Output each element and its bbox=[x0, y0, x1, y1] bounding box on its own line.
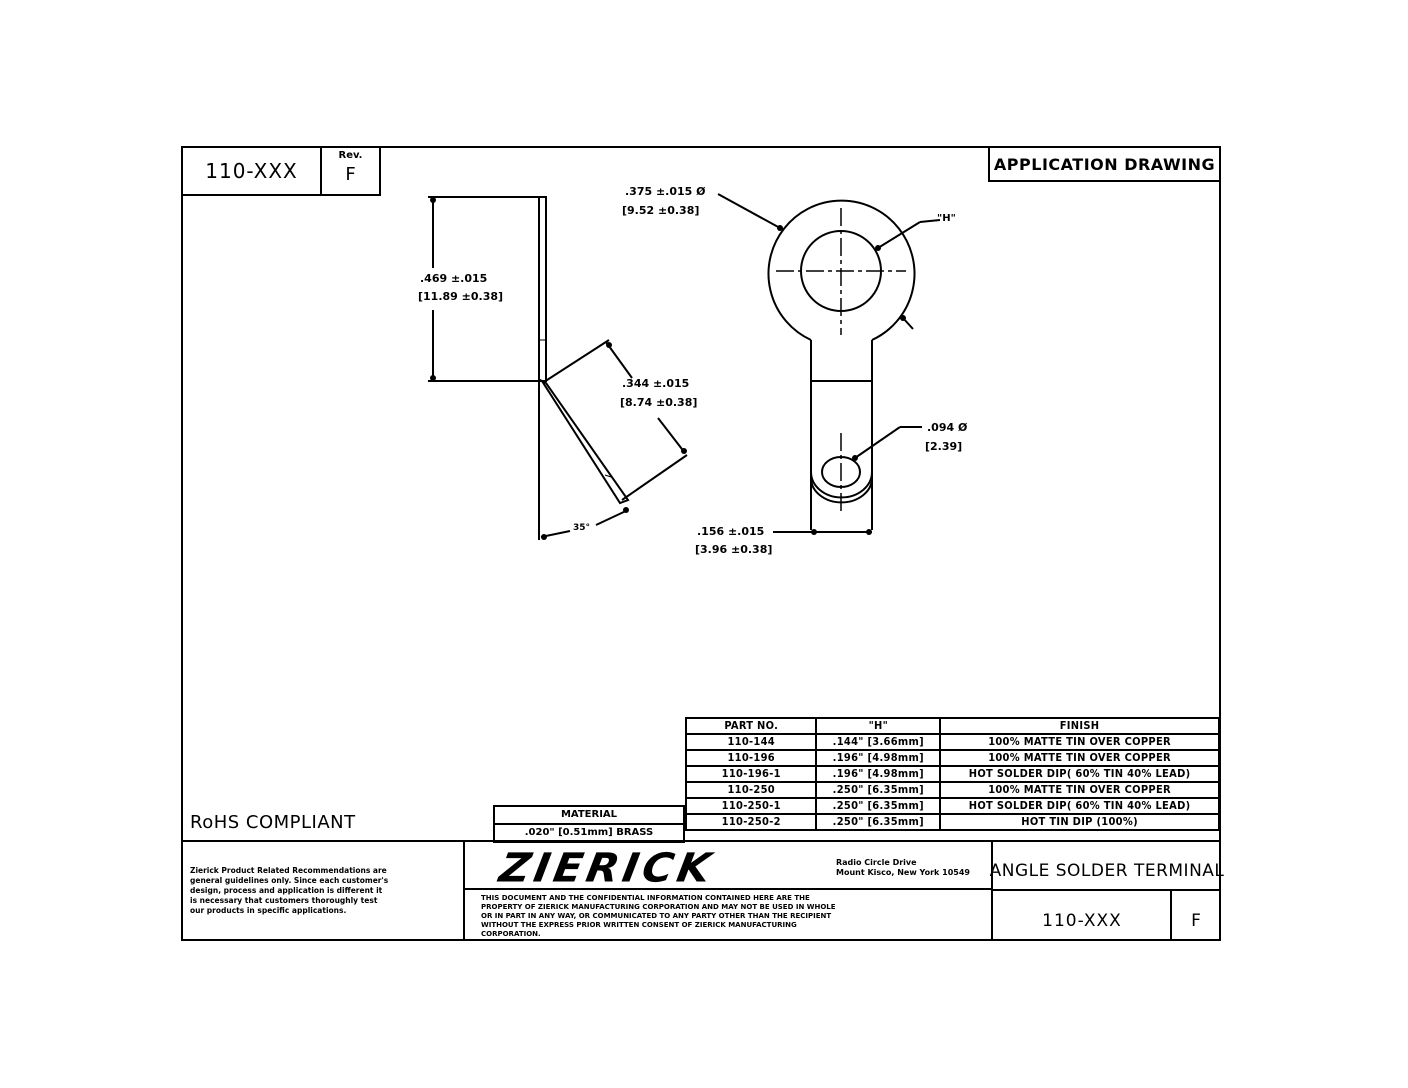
header-h: "H" bbox=[815, 717, 942, 735]
rev-value: F bbox=[345, 164, 356, 185]
part-no-cell: 110-250-2 bbox=[684, 813, 818, 831]
finish-cell: 100% MATTE TIN OVER COPPER bbox=[939, 749, 1220, 767]
small-hole-label: .094 Ø bbox=[927, 421, 968, 434]
material-header: MATERIAL bbox=[493, 805, 685, 825]
ring-dia-label: .375 ±.015 Ø bbox=[625, 185, 706, 198]
product-title: ANGLE SOLDER TERMINAL bbox=[989, 861, 1225, 881]
drawing-type: APPLICATION DRAWING bbox=[993, 154, 1216, 174]
table-row: 110-144 .144" [3.66mm] 100% MATTE TIN OV… bbox=[684, 733, 1220, 751]
finish-cell: HOT TIN DIP (100%) bbox=[939, 813, 1220, 831]
h-cell: .250" [6.35mm] bbox=[815, 813, 942, 831]
finish-cell: HOT SOLDER DIP( 60% TIN 40% LEAD) bbox=[939, 797, 1220, 815]
ring-outer bbox=[767, 199, 916, 341]
small-hole-mm-label: [2.39] bbox=[925, 440, 963, 453]
finish-cell: HOT SOLDER DIP( 60% TIN 40% LEAD) bbox=[939, 765, 1220, 783]
rev-box: Rev. F bbox=[320, 146, 381, 196]
drawing-type-box: APPLICATION DRAWING bbox=[988, 146, 1221, 182]
h-cell: .250" [6.35mm] bbox=[815, 781, 942, 799]
part-no-cell: 110-196-1 bbox=[684, 765, 818, 783]
part-number-box: 110-XXX bbox=[181, 146, 322, 196]
address-line-1: Radio Circle Drive bbox=[836, 858, 917, 867]
ring-dia-mm-label: [9.52 ±0.38] bbox=[622, 204, 700, 217]
drawing-frame bbox=[181, 146, 1221, 941]
h-cell: .196" [4.98mm] bbox=[815, 765, 942, 783]
bend-length-label: .344 ±.015 bbox=[622, 377, 690, 390]
hole-h-label: "H" bbox=[937, 213, 956, 224]
part-no-cell: 110-250 bbox=[684, 781, 818, 799]
table-row: 110-250 .250" [6.35mm] 100% MATTE TIN OV… bbox=[684, 781, 1220, 799]
material-table: MATERIAL .020" [0.51mm] BRASS bbox=[493, 805, 685, 843]
h-cell: .196" [4.98mm] bbox=[815, 749, 942, 767]
side-view-strip bbox=[538, 196, 547, 382]
footer-rev: F bbox=[1191, 911, 1201, 931]
parts-table: PART NO. "H" FINISH 110-144 .144" [3.66m… bbox=[684, 717, 1220, 831]
h-cell: .250" [6.35mm] bbox=[815, 797, 942, 815]
tab-width-label: .156 ±.015 bbox=[697, 525, 765, 538]
rev-label: Rev. bbox=[338, 150, 363, 161]
height-label: .469 ±.015 bbox=[420, 272, 488, 285]
finish-cell: 100% MATTE TIN OVER COPPER bbox=[939, 781, 1220, 799]
bend-length-mm-label: [8.74 ±0.38] bbox=[620, 396, 698, 409]
height-mm-label: [11.89 ±0.38] bbox=[418, 290, 504, 303]
header-finish: FINISH bbox=[939, 717, 1220, 735]
table-header-row: PART NO. "H" FINISH bbox=[684, 717, 1220, 735]
bend-angle-label: 35° bbox=[573, 523, 591, 533]
table-row: 110-250-2 .250" [6.35mm] HOT TIN DIP (10… bbox=[684, 813, 1220, 831]
part-no-cell: 110-196 bbox=[684, 749, 818, 767]
part-no-cell: 110-144 bbox=[684, 733, 818, 751]
part-no-cell: 110-250-1 bbox=[684, 797, 818, 815]
disclaimer-text: Zierick Product Related Recommendations … bbox=[190, 866, 389, 915]
confidential-notice: THIS DOCUMENT AND THE CONFIDENTIAL INFOR… bbox=[481, 894, 836, 938]
finish-cell: 100% MATTE TIN OVER COPPER bbox=[939, 733, 1220, 751]
part-number: 110-XXX bbox=[205, 159, 298, 183]
footer-part-number: 110-XXX bbox=[1042, 911, 1122, 931]
rohs-compliant: RoHS COMPLIANT bbox=[190, 812, 356, 833]
table-row: 110-196-1 .196" [4.98mm] HOT SOLDER DIP(… bbox=[684, 765, 1220, 783]
tab-width-mm-label: [3.96 ±0.38] bbox=[695, 543, 773, 556]
table-row: 110-196 .196" [4.98mm] 100% MATTE TIN OV… bbox=[684, 749, 1220, 767]
address-line-2: Mount Kisco, New York 10549 bbox=[836, 868, 970, 877]
header-part-no: PART NO. bbox=[684, 717, 818, 735]
h-cell: .144" [3.66mm] bbox=[815, 733, 942, 751]
table-row: 110-250-1 .250" [6.35mm] HOT SOLDER DIP(… bbox=[684, 797, 1220, 815]
material-value: .020" [0.51mm] BRASS bbox=[493, 823, 685, 843]
company-logo: ZIERICK bbox=[495, 844, 719, 891]
